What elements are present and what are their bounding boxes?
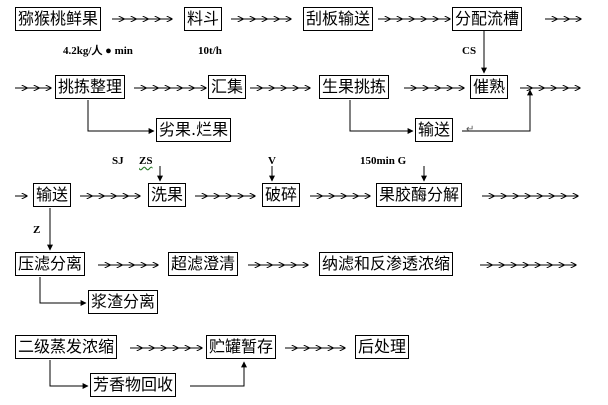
connector-line [349, 100, 414, 134]
box-hopper: 料斗 [184, 7, 223, 31]
box-collect: 汇集 [208, 75, 247, 99]
connector-line [49, 360, 89, 389]
box-post-processing: 后处理 [355, 335, 410, 359]
box-pectinase: 果胶酶分解 [376, 183, 463, 207]
box-scraper: 刮板输送 [303, 7, 374, 31]
connector-line [39, 277, 87, 306]
box-distribution-trough: 分配流槽 [452, 7, 523, 31]
box-wash: 洗果 [148, 183, 187, 207]
return-mark: ↵ [466, 124, 475, 135]
label-sj-text: SJ [112, 155, 124, 167]
box-convey-2: 输送 [415, 118, 454, 142]
box-raw-fruit-picking: 生果挑拣 [319, 75, 390, 99]
box-inferior-fruit: 劣果.烂果 [156, 118, 232, 142]
box-aroma-recovery: 芳香物回收 [90, 373, 177, 397]
label-zs: ZS [139, 155, 153, 167]
box-pick-sort: 挑拣整理 [55, 75, 126, 99]
connector-line [462, 89, 533, 132]
box-crush: 破碎 [262, 183, 301, 207]
box-kiwi: 猕猴桃鲜果 [15, 7, 102, 31]
box-evaporation: 二级蒸发浓缩 [15, 335, 118, 359]
label-cs: CS [462, 45, 477, 57]
box-nano-ro: 纳滤和反渗透浓缩 [319, 252, 454, 276]
box-pulp-separation: 浆渣分离 [88, 290, 159, 314]
connector-line [190, 361, 247, 387]
label-rate-picking: 4.2kg/人 ● min [63, 45, 133, 57]
box-press-filter: 压滤分离 [15, 252, 86, 276]
box-tank-storage: 贮罐暂存 [206, 335, 277, 359]
box-ultrafiltration: 超滤澄清 [168, 252, 239, 276]
label-150min-g: 150min G [360, 155, 407, 167]
label-sj: SJ [112, 155, 124, 168]
connector-line [87, 100, 155, 134]
label-v: V [268, 155, 276, 167]
box-ripen: 催熟 [470, 75, 509, 99]
label-z: Z [33, 224, 41, 236]
box-convey-3: 输送 [33, 183, 72, 207]
label-rate-hopper: 10t/h [198, 45, 222, 57]
